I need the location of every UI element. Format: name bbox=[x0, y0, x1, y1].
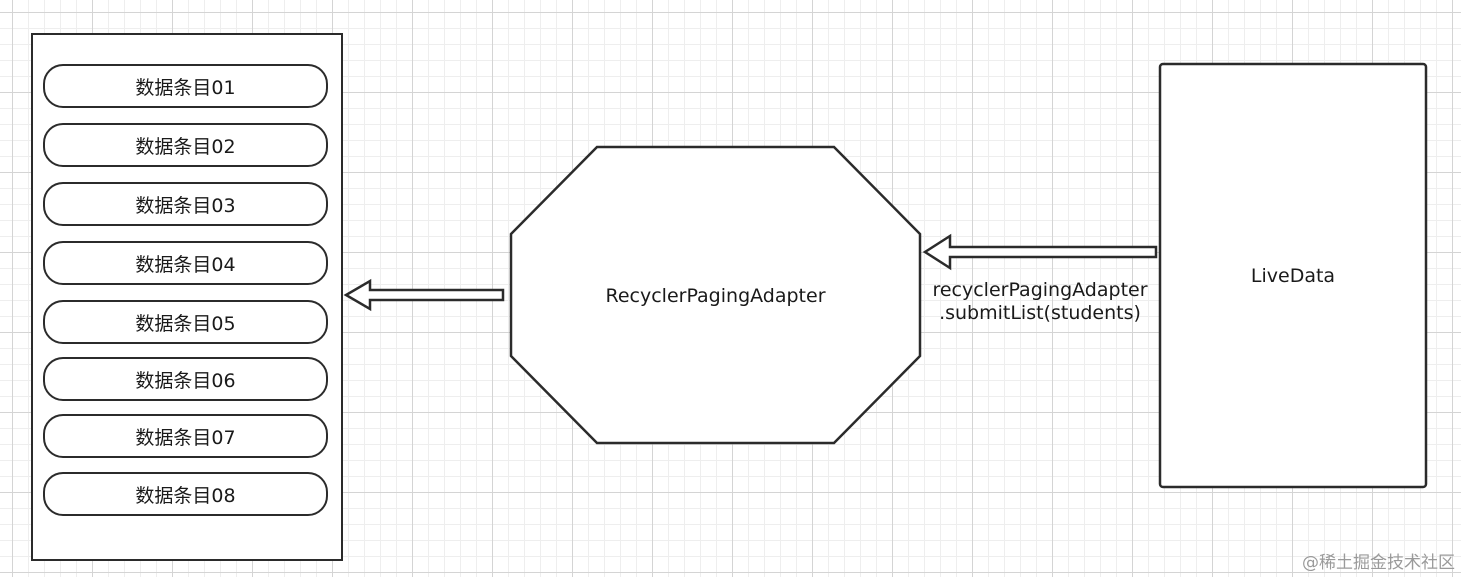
list-item: 数据条目05 bbox=[43, 300, 328, 344]
list-item: 数据条目07 bbox=[43, 414, 328, 458]
list-item: 数据条目02 bbox=[43, 123, 328, 167]
list-item: 数据条目01 bbox=[43, 64, 328, 108]
list-item: 数据条目06 bbox=[43, 357, 328, 401]
watermark: @稀土掘金技术社区 bbox=[1302, 553, 1455, 573]
livedata-label: LiveData bbox=[1250, 265, 1336, 287]
data-list-panel: 数据条目01 数据条目02 数据条目03 数据条目04 数据条目05 数据条目0… bbox=[31, 33, 343, 561]
adapter-octagon bbox=[509, 145, 922, 445]
arrow-adapter-to-list bbox=[343, 278, 505, 312]
submit-list-label-line2: .submitList(students) bbox=[939, 302, 1141, 324]
livedata-box bbox=[1158, 62, 1428, 489]
list-item: 数据条目08 bbox=[43, 472, 328, 516]
list-item: 数据条目03 bbox=[43, 182, 328, 226]
adapter-label: RecyclerPagingAdapter bbox=[605, 285, 826, 307]
list-item: 数据条目04 bbox=[43, 241, 328, 285]
submit-list-label-line1: recyclerPagingAdapter bbox=[932, 279, 1148, 301]
submit-list-label: recyclerPagingAdapter .submitList(studen… bbox=[930, 279, 1150, 325]
arrow-livedata-to-adapter bbox=[922, 233, 1158, 271]
